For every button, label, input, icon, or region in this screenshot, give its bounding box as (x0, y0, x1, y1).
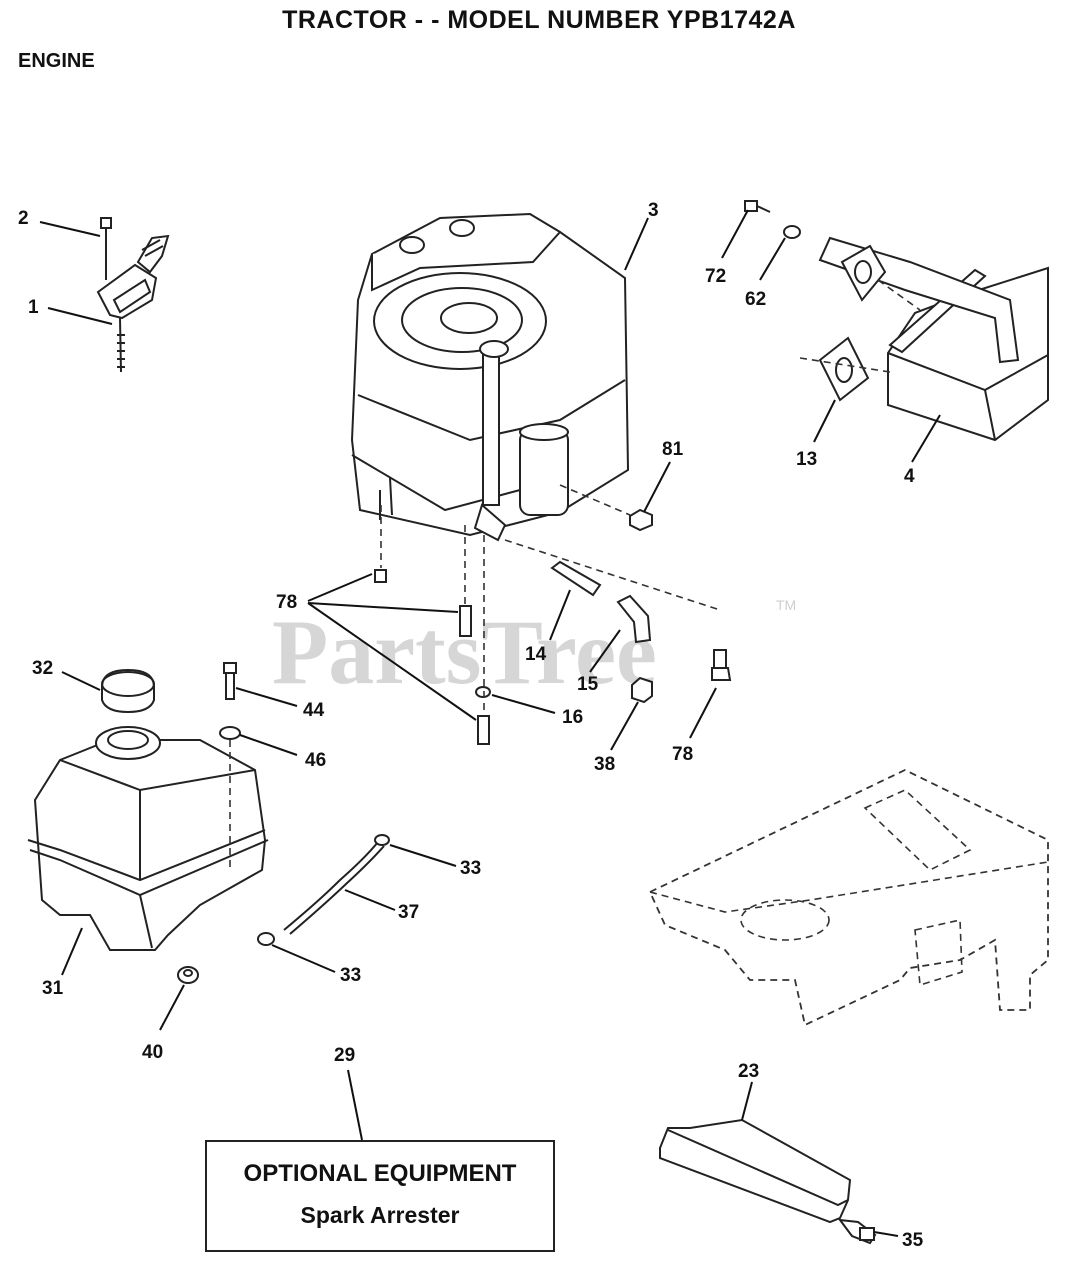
callout-81: 81 (662, 439, 684, 460)
muffler-screw-part (744, 200, 801, 239)
callout-2: 2 (18, 208, 29, 229)
callout-78-engine-bolts: 78 (276, 592, 297, 613)
callout-40: 40 (142, 1042, 163, 1063)
callout-33-upper: 33 (460, 858, 481, 879)
callout-14: 14 (525, 644, 547, 665)
fuel-tank-screw-part (219, 662, 241, 870)
callout-32: 32 (32, 658, 53, 679)
exhaust-gasket-part (818, 336, 870, 402)
dashed-guide (877, 279, 921, 311)
callout-44: 44 (303, 700, 325, 721)
callout-15: 15 (577, 674, 599, 695)
callout-1: 1 (28, 297, 39, 318)
engine-mount-bolts-part (374, 569, 491, 745)
section-title: ENGINE (18, 50, 95, 72)
callout-4: 4 (904, 466, 915, 487)
nut-part (629, 508, 732, 704)
fuel-hose-part (257, 834, 390, 946)
elbow-part (616, 594, 652, 644)
callout-72: 72 (705, 266, 726, 287)
callout-23: 23 (738, 1061, 759, 1082)
callout-78-bolt: 78 (672, 744, 693, 765)
leader-lines (39, 209, 941, 1237)
dashed-guide (504, 539, 721, 611)
watermark-trademark: TM (776, 597, 796, 613)
callout-62: 62 (745, 289, 766, 310)
callout-3: 3 (648, 200, 659, 221)
callout-37: 37 (398, 902, 419, 923)
optional-equipment-item: Spark Arrester (300, 1202, 460, 1228)
callout-46: 46 (305, 750, 326, 771)
tractor-frame-outline (648, 769, 1049, 1027)
page-title: TRACTOR - - MODEL NUMBER YPB1742A (282, 6, 796, 34)
fuel-cap-part (101, 668, 155, 714)
callout-35: 35 (902, 1230, 924, 1251)
callout-38: 38 (594, 754, 615, 775)
fuel-tank-part (27, 726, 269, 951)
engine-part (350, 212, 630, 542)
callout-31: 31 (42, 978, 64, 999)
callout-13: 13 (796, 449, 817, 470)
callout-33-lower: 33 (340, 965, 361, 986)
spacer-part (550, 560, 602, 597)
throttle-control-part (96, 217, 170, 373)
dashed-guide (799, 357, 891, 373)
heat-shield-part (659, 1118, 877, 1245)
callout-16: 16 (562, 707, 583, 728)
bushing-part (177, 966, 199, 984)
optional-equipment-title: OPTIONAL EQUIPMENT (243, 1160, 517, 1187)
dashed-guide (559, 484, 631, 516)
optional-equipment-box: OPTIONAL EQUIPMENT Spark Arrester (205, 1140, 555, 1252)
callout-29: 29 (334, 1045, 355, 1066)
muffler-part (818, 236, 1049, 442)
